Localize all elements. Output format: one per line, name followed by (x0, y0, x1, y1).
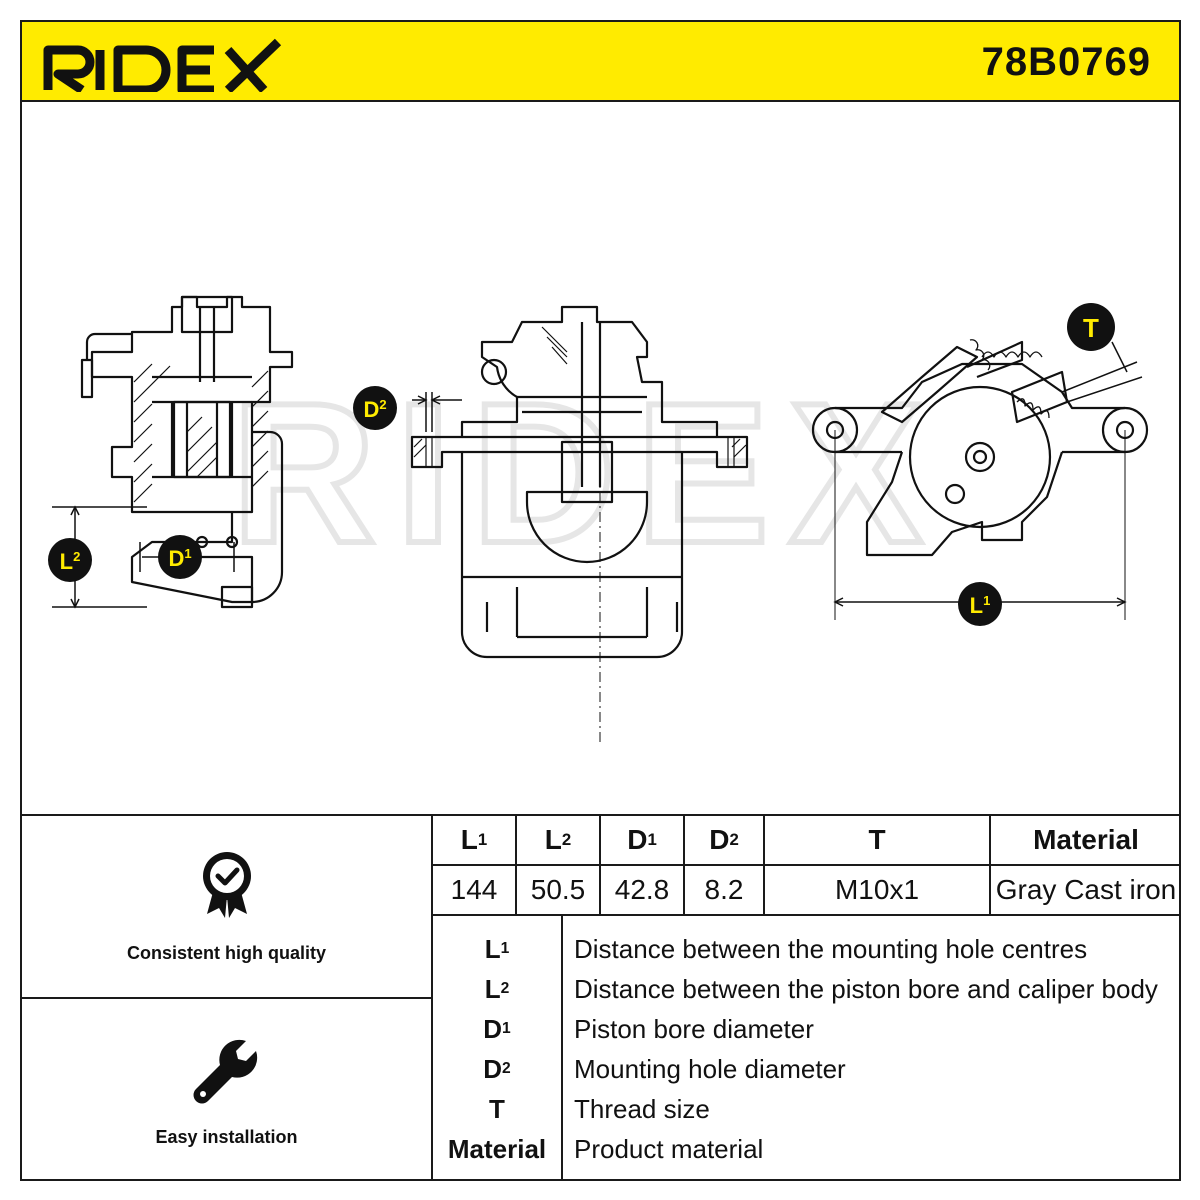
d2-dimension (412, 392, 462, 432)
feature-installation: Easy installation (22, 999, 431, 1181)
caliper-side-view (80, 295, 294, 609)
callout-l1: L1 (958, 582, 1002, 626)
spec-value: 42.8 (614, 874, 670, 905)
svg-text:L2: L2 (60, 549, 81, 574)
wrench-icon (193, 1039, 257, 1104)
ridex-logo (43, 38, 282, 92)
spec-value: Gray Cast iron (995, 874, 1177, 905)
callout-l2: L2 (48, 538, 92, 582)
legend-row: Material Product material (433, 1129, 1181, 1169)
caliper-rear-view (811, 339, 1149, 620)
legend-description: Piston bore diameter (574, 1013, 814, 1044)
spec-value: 144 (450, 874, 498, 905)
caliper-drawings: RIDEX (48, 295, 1149, 742)
feature-quality: Consistent high quality (22, 816, 431, 999)
legend-symbol-label: D (483, 1013, 503, 1044)
spec-header-label: T (868, 824, 886, 855)
spec-value: 8.2 (704, 874, 744, 905)
legend-description: Distance between the piston bore and cal… (574, 973, 1158, 1004)
watermark-text: RIDEX (231, 362, 942, 585)
legend-symbol-label: L (484, 933, 501, 964)
header-bar: 78B0769 (22, 22, 1179, 102)
legend-description: Distance between the mounting hole centr… (574, 933, 1088, 964)
legend-divider (561, 916, 563, 1181)
info-section: Consistent high quality Easy installatio… (22, 814, 1181, 1181)
svg-text:D2: D2 (363, 397, 386, 422)
legend-symbol: Material (433, 1129, 561, 1169)
spec-header-label: Material (1033, 824, 1139, 855)
svg-text:T: T (1083, 313, 1099, 343)
legend-symbol-label: T (489, 1093, 505, 1124)
spec-header-label: L (544, 824, 562, 855)
caliper-front-view (410, 305, 749, 742)
svg-text:D1: D1 (168, 546, 191, 571)
features-panel: Consistent high quality Easy installatio… (22, 816, 433, 1181)
product-sheet: 78B0769 RIDEX (20, 20, 1181, 1181)
spec-header-label: L (460, 824, 478, 855)
svg-text:L1: L1 (970, 593, 991, 618)
l2-dimension (52, 505, 147, 609)
callout-d1: D1 (158, 535, 202, 579)
legend-description: Product material (574, 1133, 764, 1164)
legend-row: T Thread size (433, 1089, 1181, 1129)
spec-value: 50.5 (530, 874, 586, 905)
quality-badge-icon (202, 852, 251, 918)
legend-description: Mounting hole diameter (574, 1053, 846, 1084)
legend-symbol-label: Material (447, 1133, 547, 1164)
t-dimension (1061, 341, 1143, 403)
spec-header-label: D (627, 824, 648, 855)
legend-symbol-label: L (484, 973, 501, 1004)
legend-description: Thread size (574, 1093, 710, 1124)
part-number: 78B0769 (981, 40, 1151, 84)
spec-header: Material (991, 816, 1181, 866)
spec-header-label: D (709, 824, 730, 855)
callout-t: T (1067, 303, 1115, 351)
technical-drawing: RIDEX (22, 102, 1179, 814)
spec-column: T M10x1 (765, 816, 991, 914)
spec-value: M10x1 (834, 874, 920, 905)
legend-symbol-label: D (483, 1053, 503, 1084)
feature-installation-label: Easy installation (155, 1127, 298, 1147)
spec-header: T (765, 816, 989, 866)
callout-d2: D2 (353, 386, 397, 430)
legend-symbol: T (433, 1089, 561, 1129)
feature-quality-label: Consistent high quality (126, 943, 326, 963)
